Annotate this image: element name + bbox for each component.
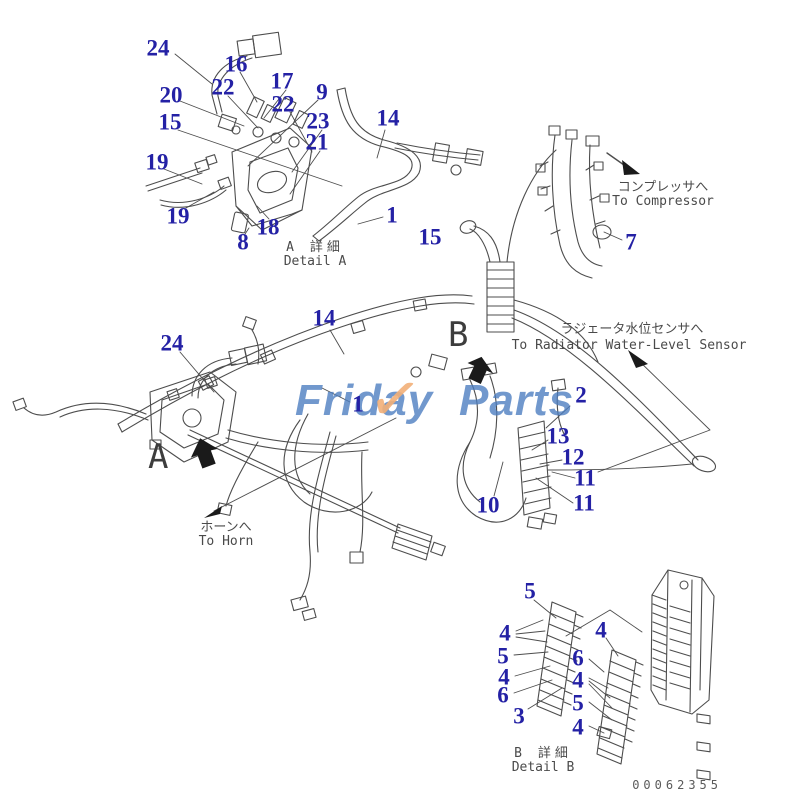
watermark-check-icon: ✓ bbox=[363, 359, 427, 441]
callout-19: 19 bbox=[166, 203, 190, 229]
callout-15: 15 bbox=[418, 224, 442, 250]
callout-6: 6 bbox=[572, 645, 584, 671]
callout-1: 1 bbox=[352, 391, 364, 417]
callout-24: 24 bbox=[160, 330, 184, 356]
callout-14: 14 bbox=[376, 105, 400, 131]
drawing-number: 00062355 bbox=[632, 778, 722, 792]
to-radiator-label-en: To Radiator Water-Level Sensor bbox=[511, 338, 747, 353]
to-horn-label-jp: ホーンへ bbox=[200, 520, 252, 535]
view-marker-arrows bbox=[190, 356, 494, 469]
callout-20: 20 bbox=[159, 82, 183, 108]
detail-a-assembly bbox=[145, 31, 343, 235]
callout-19: 19 bbox=[145, 149, 169, 175]
callout-10: 10 bbox=[476, 492, 500, 518]
callout-5: 5 bbox=[524, 578, 536, 604]
callout-15: 15 bbox=[158, 109, 182, 135]
detail-b-label-jp: B 詳細 bbox=[514, 746, 572, 761]
callout-17: 17 bbox=[270, 68, 294, 94]
callout-9: 9 bbox=[316, 79, 328, 105]
callout-16: 16 bbox=[224, 51, 248, 77]
callout-4: 4 bbox=[498, 664, 510, 690]
to-radiator-label-jp: ラジェータ水位センサへ bbox=[560, 322, 704, 337]
callout-7: 7 bbox=[625, 229, 637, 255]
detail-a-label-en: Detail A bbox=[283, 254, 347, 269]
to-compressor-label-en: To Compressor bbox=[612, 194, 714, 209]
main-harness bbox=[117, 149, 717, 621]
left-assembly bbox=[12, 316, 369, 463]
callout-6: 6 bbox=[497, 682, 509, 708]
callout-11: 11 bbox=[574, 465, 596, 491]
callout-4: 4 bbox=[572, 667, 584, 693]
compressor-arrow bbox=[606, 152, 640, 175]
callout-8: 8 bbox=[237, 229, 249, 255]
fridayparts-watermark: Friday Parts bbox=[295, 376, 574, 426]
right-cluster bbox=[456, 362, 693, 530]
to-horn-label-en: To Horn bbox=[198, 534, 254, 549]
callout-13: 13 bbox=[546, 423, 570, 449]
callout-4: 4 bbox=[499, 620, 511, 646]
callout-21: 21 bbox=[305, 129, 329, 155]
callout-3: 3 bbox=[513, 703, 525, 729]
callout-22: 22 bbox=[211, 74, 235, 100]
callout-18: 18 bbox=[256, 214, 280, 240]
callout-24: 24 bbox=[146, 35, 170, 61]
detail-a-label-jp: A 詳細 bbox=[286, 240, 344, 255]
callout-1: 1 bbox=[386, 202, 398, 228]
callout-14: 14 bbox=[312, 305, 336, 331]
watermark-text-left: Friday bbox=[295, 376, 434, 425]
callout-2: 2 bbox=[575, 382, 587, 408]
callout-5: 5 bbox=[497, 643, 509, 669]
callout-4: 4 bbox=[595, 617, 607, 643]
callout-11: 11 bbox=[573, 490, 595, 516]
top-harness-tube bbox=[312, 87, 484, 242]
watermark-text-right: Parts bbox=[459, 376, 575, 425]
view-marker-a: A bbox=[148, 437, 169, 477]
detail-b-assembly bbox=[513, 569, 715, 781]
callout-12: 12 bbox=[561, 444, 585, 470]
leader-lines bbox=[204, 350, 711, 518]
callout-4: 4 bbox=[572, 714, 584, 740]
view-marker-b: B bbox=[448, 315, 469, 355]
callout-5: 5 bbox=[572, 690, 584, 716]
to-compressor-label-jp: コンプレッサへ bbox=[617, 180, 709, 195]
detail-b-label-en: Detail B bbox=[511, 760, 575, 775]
compressor-harness bbox=[535, 125, 623, 279]
callout-22: 22 bbox=[271, 91, 295, 117]
callout-23: 23 bbox=[306, 108, 330, 134]
